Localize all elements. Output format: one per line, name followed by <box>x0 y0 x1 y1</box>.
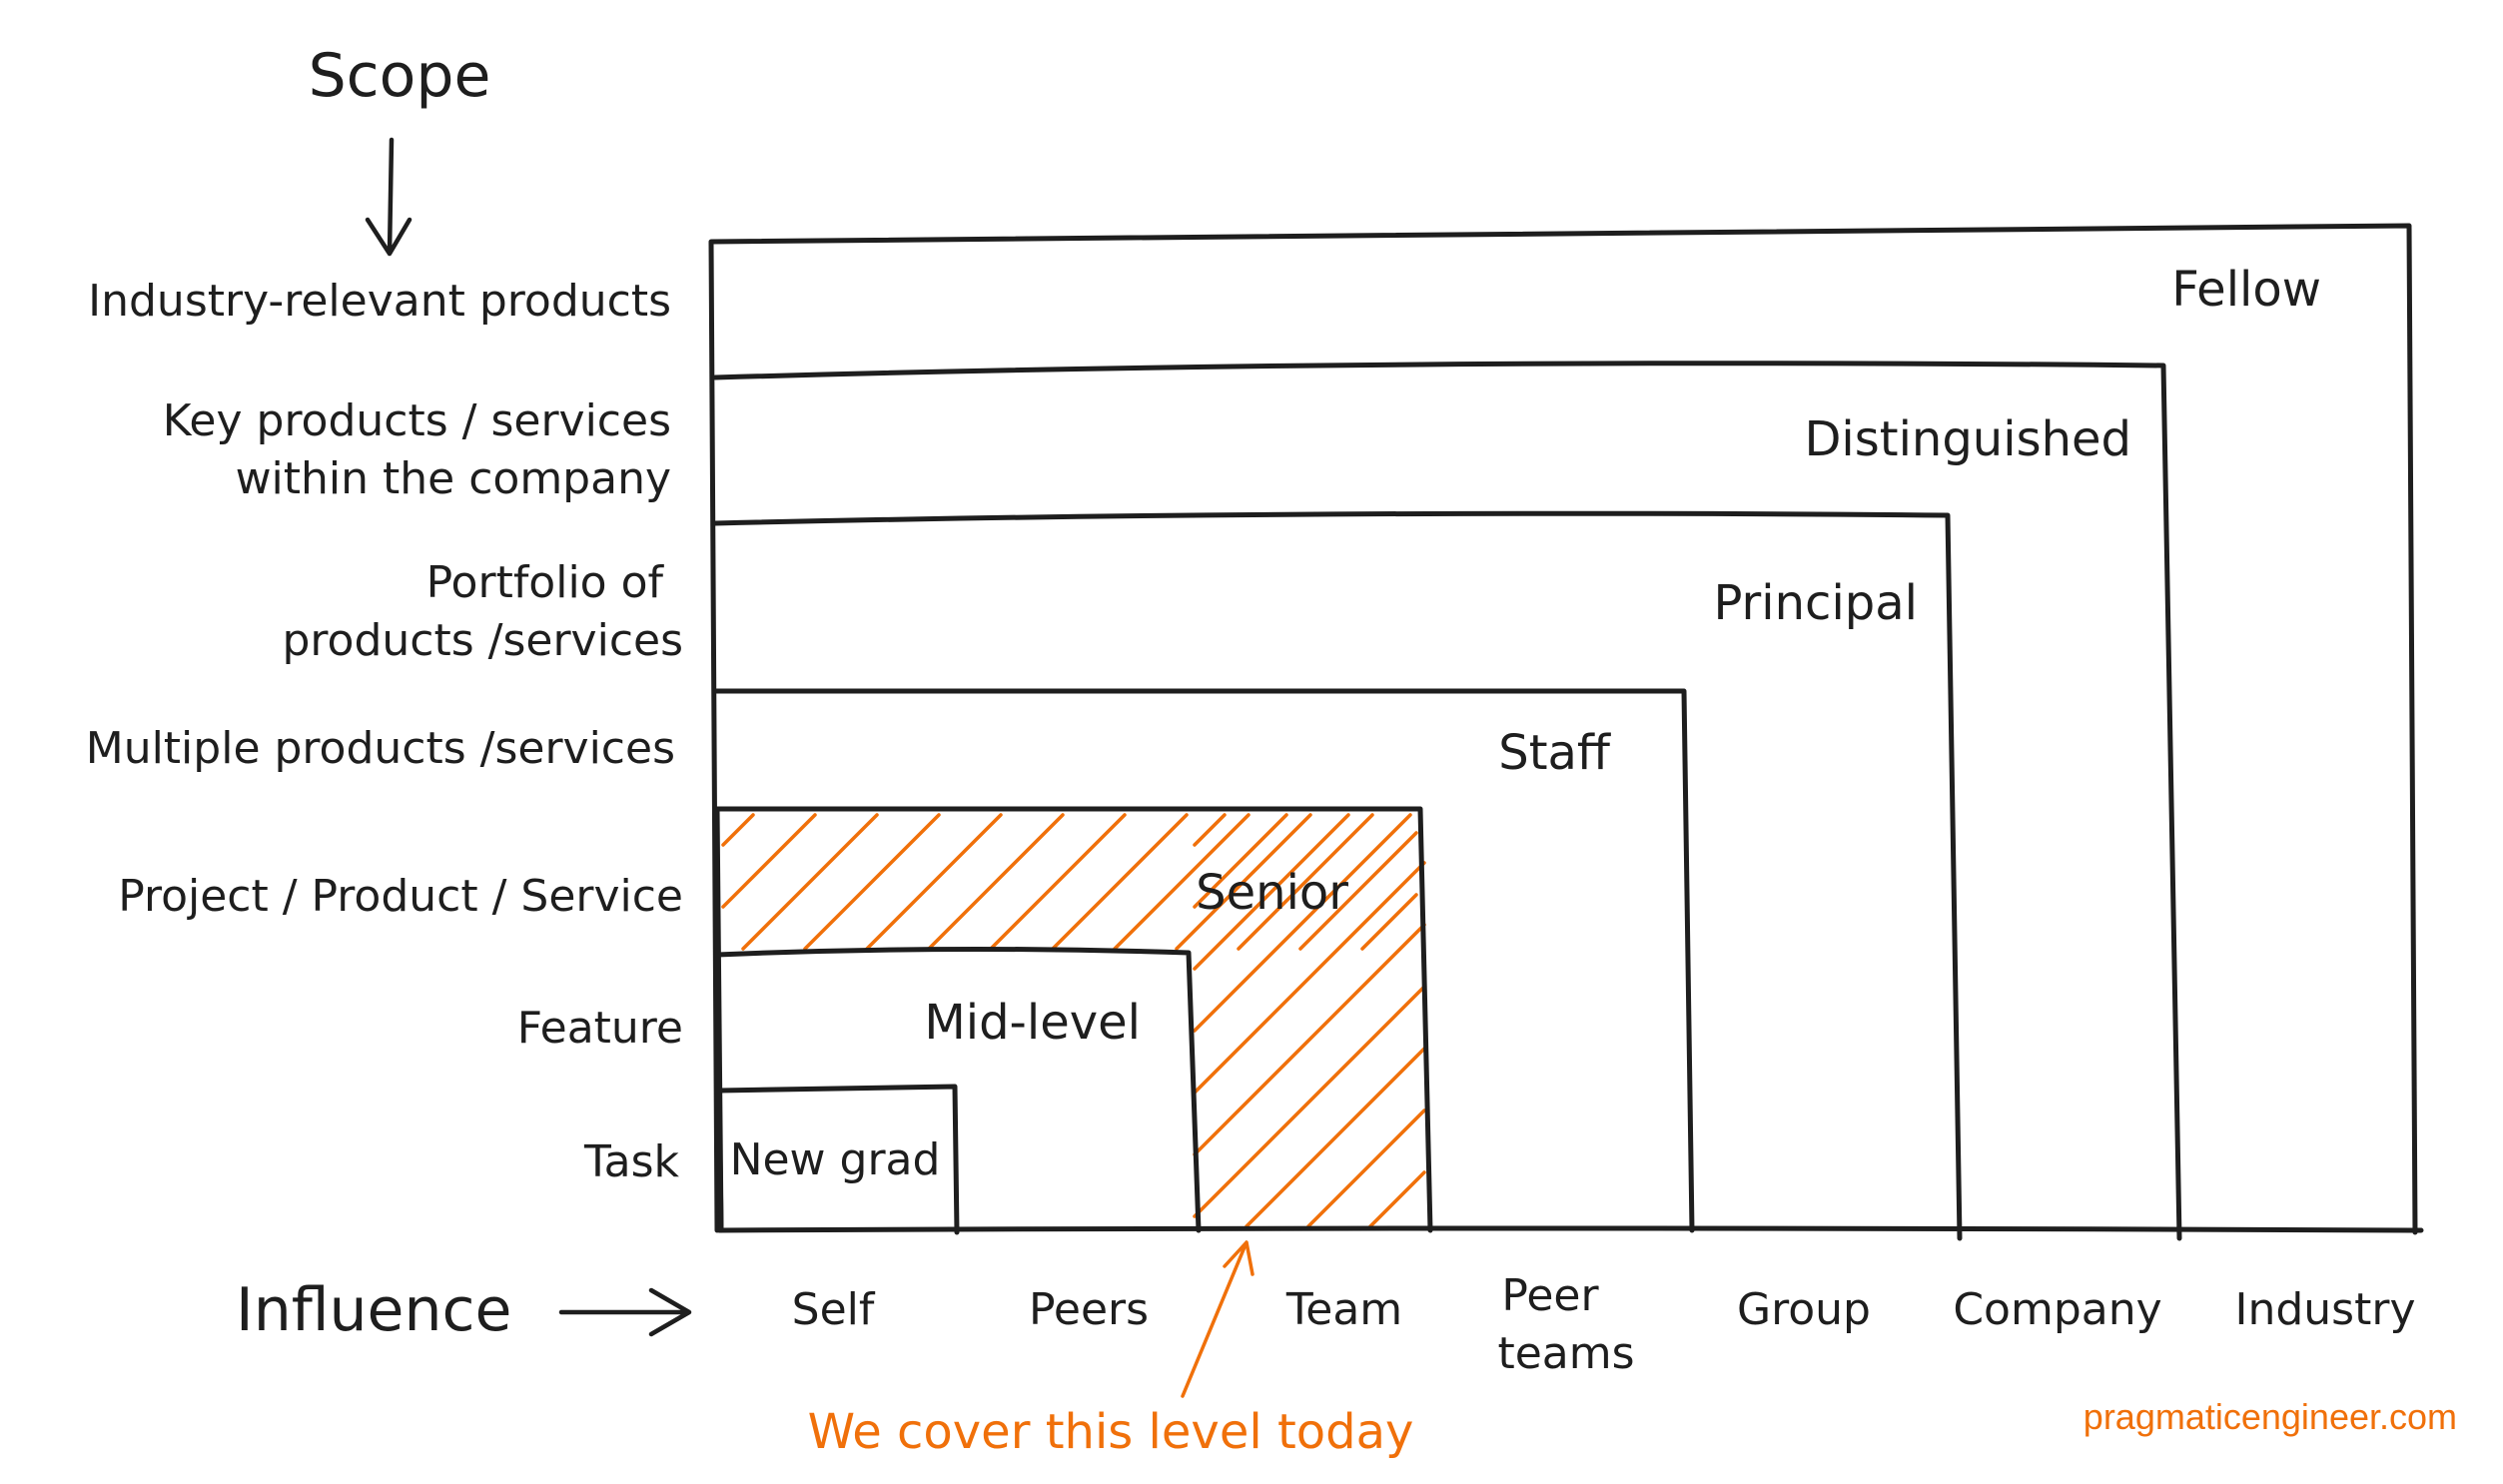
scope-level-label: Industry-relevant products <box>88 276 671 327</box>
hatch-line <box>1193 985 1426 1218</box>
callout-text: We cover this level today <box>808 1404 1414 1460</box>
hatch-line <box>1113 813 1251 951</box>
scope-level-label: Key products / services <box>163 395 671 446</box>
hatch-line <box>1306 1109 1426 1228</box>
hatch-line <box>1051 813 1189 951</box>
hatch-line <box>1360 893 1418 951</box>
influence-level-label: Company <box>1953 1284 2161 1335</box>
scope-level-label: Task <box>583 1136 679 1187</box>
hatch-line <box>1193 923 1426 1156</box>
hatch-line <box>1175 813 1312 951</box>
level-label-senior: Senior <box>1196 865 1348 921</box>
scope-axis-title: Scope <box>309 41 491 111</box>
hatch-line <box>741 813 879 951</box>
hatch-line <box>1368 1170 1426 1228</box>
hatch-line <box>1237 813 1374 951</box>
senior-hatch-pattern <box>721 813 1426 1228</box>
influence-right-arrow <box>558 1287 692 1337</box>
scope-level-label: products /services <box>283 615 684 666</box>
hatch-line <box>1193 861 1426 1095</box>
influence-level-label: Industry <box>2235 1284 2416 1335</box>
influence-axis-title: Influence <box>236 1275 511 1345</box>
mid-level-box <box>714 946 1202 1233</box>
influence-levels: Self Peers Team Peer teams Group Company… <box>792 1270 2416 1379</box>
hatch-line <box>1193 813 1227 847</box>
influence-level-label: Peer <box>1501 1270 1599 1321</box>
hatch-line <box>721 813 755 847</box>
scope-down-arrow <box>365 137 413 257</box>
scope-level-label: within the company <box>236 453 671 504</box>
scope-level-label: Feature <box>517 1003 683 1054</box>
new-grad-box <box>716 1084 960 1235</box>
hatch-line <box>1193 813 1350 971</box>
influence-level-label: teams <box>1497 1328 1634 1379</box>
fellow-box <box>708 223 2418 1235</box>
influence-level-label: Group <box>1737 1284 1871 1335</box>
influence-level-label: Team <box>1285 1284 1402 1335</box>
hatch-line <box>1193 813 1412 1033</box>
hatch-line <box>1193 813 1288 909</box>
career-level-labels: Fellow Distinguished Principal Staff Sen… <box>730 262 2321 1185</box>
influence-level-label: Self <box>792 1284 876 1335</box>
watermark: pragmaticengineer.com <box>2083 1396 2457 1437</box>
hatch-line <box>1298 831 1418 951</box>
scope-levels: Industry-relevant products Key products … <box>86 276 683 1187</box>
distinguished-box <box>712 361 2182 1241</box>
level-label-fellow: Fellow <box>2171 262 2321 318</box>
callout-arrow <box>1181 1240 1254 1398</box>
hatch-line <box>1245 1047 1426 1228</box>
hatch-line <box>989 813 1127 951</box>
hatch-line <box>721 813 817 909</box>
principal-box <box>712 510 1963 1241</box>
influence-level-label: Peers <box>1029 1284 1149 1335</box>
level-label-distinguished: Distinguished <box>1804 411 2131 467</box>
hatch-line <box>865 813 1003 951</box>
level-label-principal: Principal <box>1713 575 1918 631</box>
level-label-new-grad: New grad <box>730 1134 941 1185</box>
scope-level-label: Multiple products /services <box>86 723 675 774</box>
staff-box <box>712 688 1695 1233</box>
level-label-mid-level: Mid-level <box>924 995 1141 1051</box>
hatch-line <box>927 813 1065 951</box>
hatch-line <box>803 813 941 951</box>
baseline <box>716 1225 2424 1233</box>
scope-level-label: Project / Product / Service <box>118 871 683 922</box>
scope-level-label: Portfolio of <box>426 557 665 608</box>
level-label-staff: Staff <box>1498 725 1611 781</box>
